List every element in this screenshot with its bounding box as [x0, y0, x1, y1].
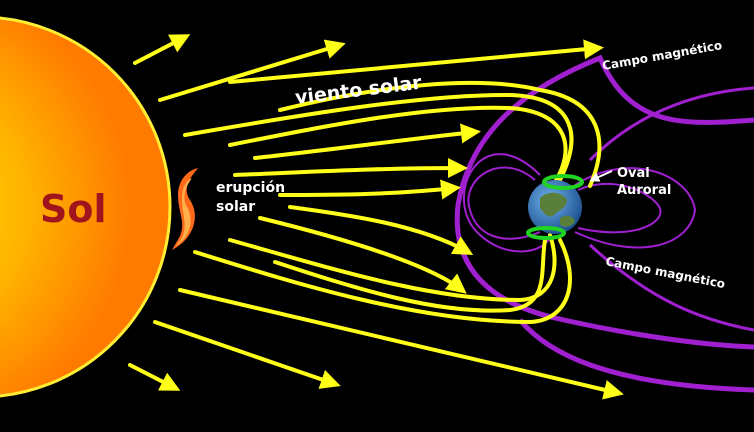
wind-arrow-top-2 — [158, 39, 346, 102]
field-loop-inner-2 — [463, 153, 551, 253]
sun-disc-icon — [0, 16, 172, 398]
auroral-oval-south — [526, 226, 566, 240]
wind-arrow-bottom-3 — [178, 288, 624, 400]
solar-wind-lines — [128, 34, 624, 400]
wind-line-mid-arrow — [278, 179, 461, 200]
auroral-oval-north — [542, 174, 584, 190]
sun: Sol — [0, 16, 172, 398]
magnetic-field-label-top: Campo magnético — [601, 38, 723, 73]
field-loop-right-1 — [577, 182, 662, 234]
magnetosphere-field-lines — [454, 54, 754, 393]
auroral-oval-label-line1: Oval — [617, 166, 650, 181]
wind-line-upper-1 — [183, 92, 574, 182]
eruption-label-line2: solar — [216, 199, 255, 215]
field-loop-inner-1 — [467, 166, 541, 240]
sun-label: Sol — [40, 187, 107, 231]
wind-arrow-top-3 — [228, 39, 604, 84]
magnetopause-outer-line — [454, 54, 754, 350]
magnetotail-bottom-line — [588, 243, 754, 332]
eruption-label-line1: erupción — [216, 180, 285, 196]
earth — [526, 174, 584, 240]
wind-line-lower-arrow-1 — [288, 205, 474, 255]
field-loop-right-2 — [574, 167, 697, 249]
wind-arrow-top-1 — [133, 34, 191, 65]
flare-flame-icon — [172, 168, 198, 250]
wind-line-upper-arrow-2 — [233, 158, 468, 179]
wind-line-lower-3 — [273, 238, 547, 313]
wind-line-lower-1 — [228, 233, 557, 303]
wind-line-upper-2 — [228, 105, 568, 184]
earth-land-mass — [540, 192, 575, 227]
wind-line-upper-3 — [278, 80, 602, 188]
field-line-lower-tail — [518, 318, 754, 393]
wind-arrow-bottom-1 — [128, 363, 181, 391]
wind-line-lower-2 — [193, 238, 572, 325]
auroral-pointer-arrow — [589, 170, 613, 182]
wind-arrow-bottom-2 — [153, 320, 341, 389]
auroral-oval-label-line2: Auroral — [617, 183, 671, 198]
wind-line-lower-arrow-2 — [258, 216, 467, 294]
magnetotail-top-line — [588, 86, 754, 162]
wind-line-upper-arrow-1 — [253, 123, 481, 160]
